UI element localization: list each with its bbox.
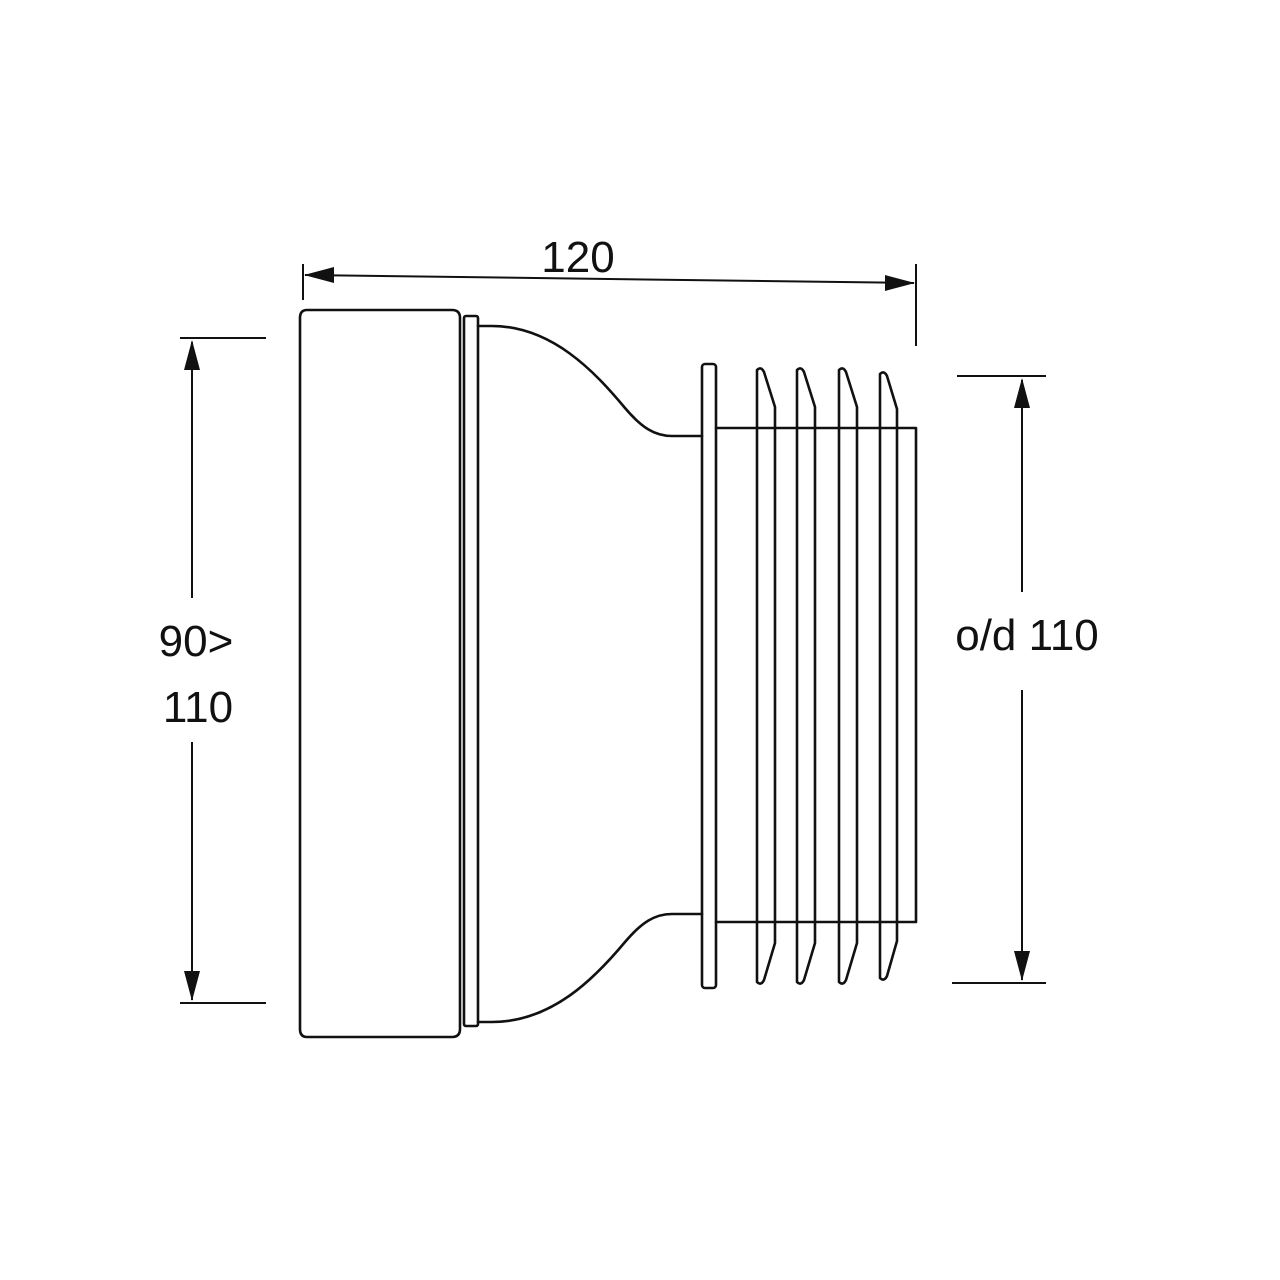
seal-ring: [462, 314, 480, 1028]
inlet-label-line2: 110: [163, 683, 233, 732]
inlet-socket: [298, 308, 462, 1039]
length-dimension: 120: [302, 233, 917, 346]
inlet-label-line1: 90>: [159, 617, 234, 666]
length-arrow-right: [885, 275, 915, 291]
seal-fin-2: [795, 367, 817, 985]
outlet-label: o/d 110: [955, 611, 1099, 660]
outlet-arrow-top: [1014, 378, 1030, 408]
outlet-arrow-bottom: [1014, 951, 1030, 981]
inlet-arrow-bottom: [184, 971, 200, 1001]
length-arrow-left: [304, 267, 334, 283]
seal-fin-4: [878, 371, 899, 981]
stop-flange: [700, 362, 718, 990]
length-dimension-line: [304, 274, 915, 284]
taper-lower-edge: [476, 912, 704, 1024]
seal-fin-1: [755, 367, 777, 985]
seal-fin-3: [837, 367, 859, 985]
length-label: 120: [541, 233, 614, 282]
inlet-arrow-top: [184, 340, 200, 370]
connector-body: [298, 308, 918, 1039]
inlet-dimension: 90> 110: [159, 337, 266, 1004]
outlet-dimension: o/d 110: [952, 375, 1099, 984]
taper-upper-edge: [476, 324, 704, 438]
